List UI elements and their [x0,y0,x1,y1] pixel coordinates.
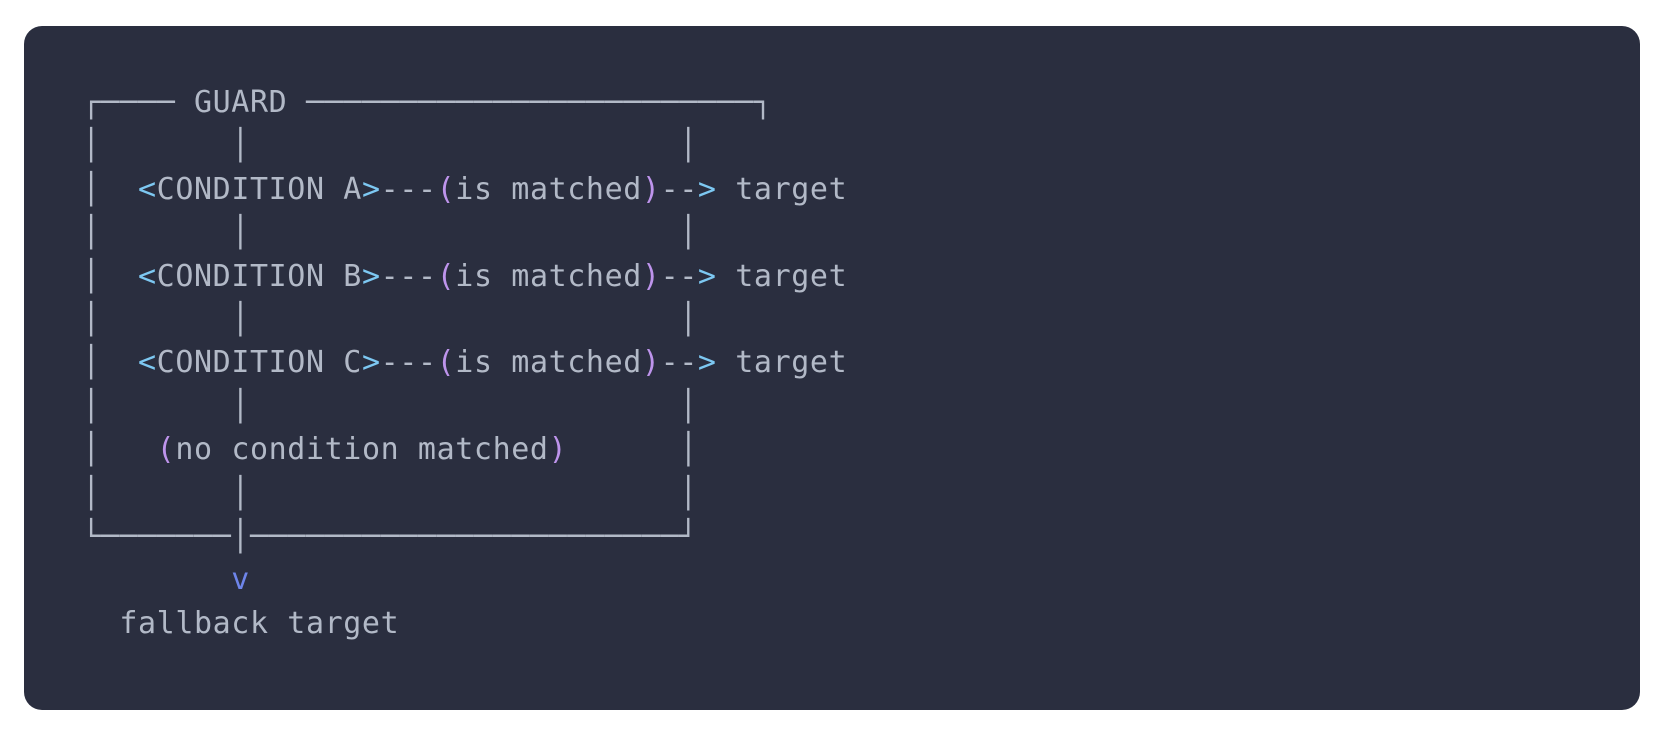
ascii-flow-diagram: ┌──── GUARD ────────────────────────┐ │ │… [82,81,847,645]
target-label: target [716,171,848,207]
paren-open: ( [436,345,456,381]
guard-box-border: ┌──── [82,85,194,120]
angle-bracket-close: > [361,345,381,381]
guard-box-border: │ │ │ [82,301,698,337]
diagram-line: v [82,558,847,601]
guard-box-border: ────────────────────────┐ [287,85,773,120]
code-block-card: ┌──── GUARD ────────────────────────┐ │ │… [24,26,1640,710]
no-match-label: no condition matched [175,432,549,468]
angle-bracket-open: < [138,171,157,207]
arrow-shaft: --- [380,258,437,294]
arrow-head: > [697,171,717,207]
guard-box-border: │ │ │ [82,215,698,251]
paren-close: ) [548,432,568,468]
guard-box-border: │ │ │ [82,475,698,511]
arrow-shaft: -- [660,258,698,294]
diagram-line: │ <CONDITION A>---(is matched)--> target [82,168,847,211]
spacer [82,562,231,597]
condition-c-label: CONDITION C [156,345,362,381]
paren-open: ( [156,432,176,468]
diagram-line: ┌──── GUARD ────────────────────────┐ [82,81,847,124]
guard-box-border: │ [567,432,698,468]
paren-close: ) [641,171,661,207]
angle-bracket-open: < [138,258,157,294]
down-arrow-head: v [231,562,250,598]
arrow-head: > [697,345,717,381]
arrow-shaft: --- [380,345,437,381]
paren-open: ( [436,171,456,207]
arrow-shaft: --- [380,171,437,207]
arrow-head: > [697,258,717,294]
angle-bracket-open: < [138,345,157,381]
guard-box-border: │ [82,171,138,207]
angle-bracket-close: > [361,171,381,207]
guard-box-border: │ │ │ [82,388,698,424]
spacer [82,606,119,641]
is-matched-label: is matched [455,345,642,381]
diagram-line: │ <CONDITION B>---(is matched)--> target [82,255,847,298]
condition-b-label: CONDITION B [156,258,362,294]
paren-open: ( [436,258,456,294]
target-label: target [716,258,848,294]
target-label: target [716,345,848,381]
arrow-shaft: -- [660,171,698,207]
arrow-shaft: -- [660,345,698,381]
diagram-line: │ │ │ [82,211,847,254]
is-matched-label: is matched [455,171,642,207]
guard-box-border: │ [82,345,138,381]
paren-close: ) [641,345,661,381]
condition-a-label: CONDITION A [156,171,362,207]
guard-title: GUARD [193,85,288,120]
guard-box-border: └───────│───────────────────────┘ [82,518,698,554]
paren-close: ) [641,258,661,294]
guard-box-border: │ │ │ [82,128,698,164]
diagram-line: │ (no condition matched) │ [82,428,847,471]
guard-box-border: │ [82,432,157,468]
diagram-line: └───────│───────────────────────┘ [82,515,847,558]
is-matched-label: is matched [455,258,642,294]
diagram-line: │ <CONDITION C>---(is matched)--> target [82,341,847,384]
angle-bracket-close: > [361,258,381,294]
fallback-target-label: fallback target [119,605,400,641]
diagram-line: │ │ │ [82,385,847,428]
diagram-line: │ │ │ [82,298,847,341]
guard-box-border: │ [82,258,138,294]
diagram-line: fallback target [82,602,847,645]
diagram-line: │ │ │ [82,472,847,515]
diagram-line: │ │ │ [82,124,847,167]
